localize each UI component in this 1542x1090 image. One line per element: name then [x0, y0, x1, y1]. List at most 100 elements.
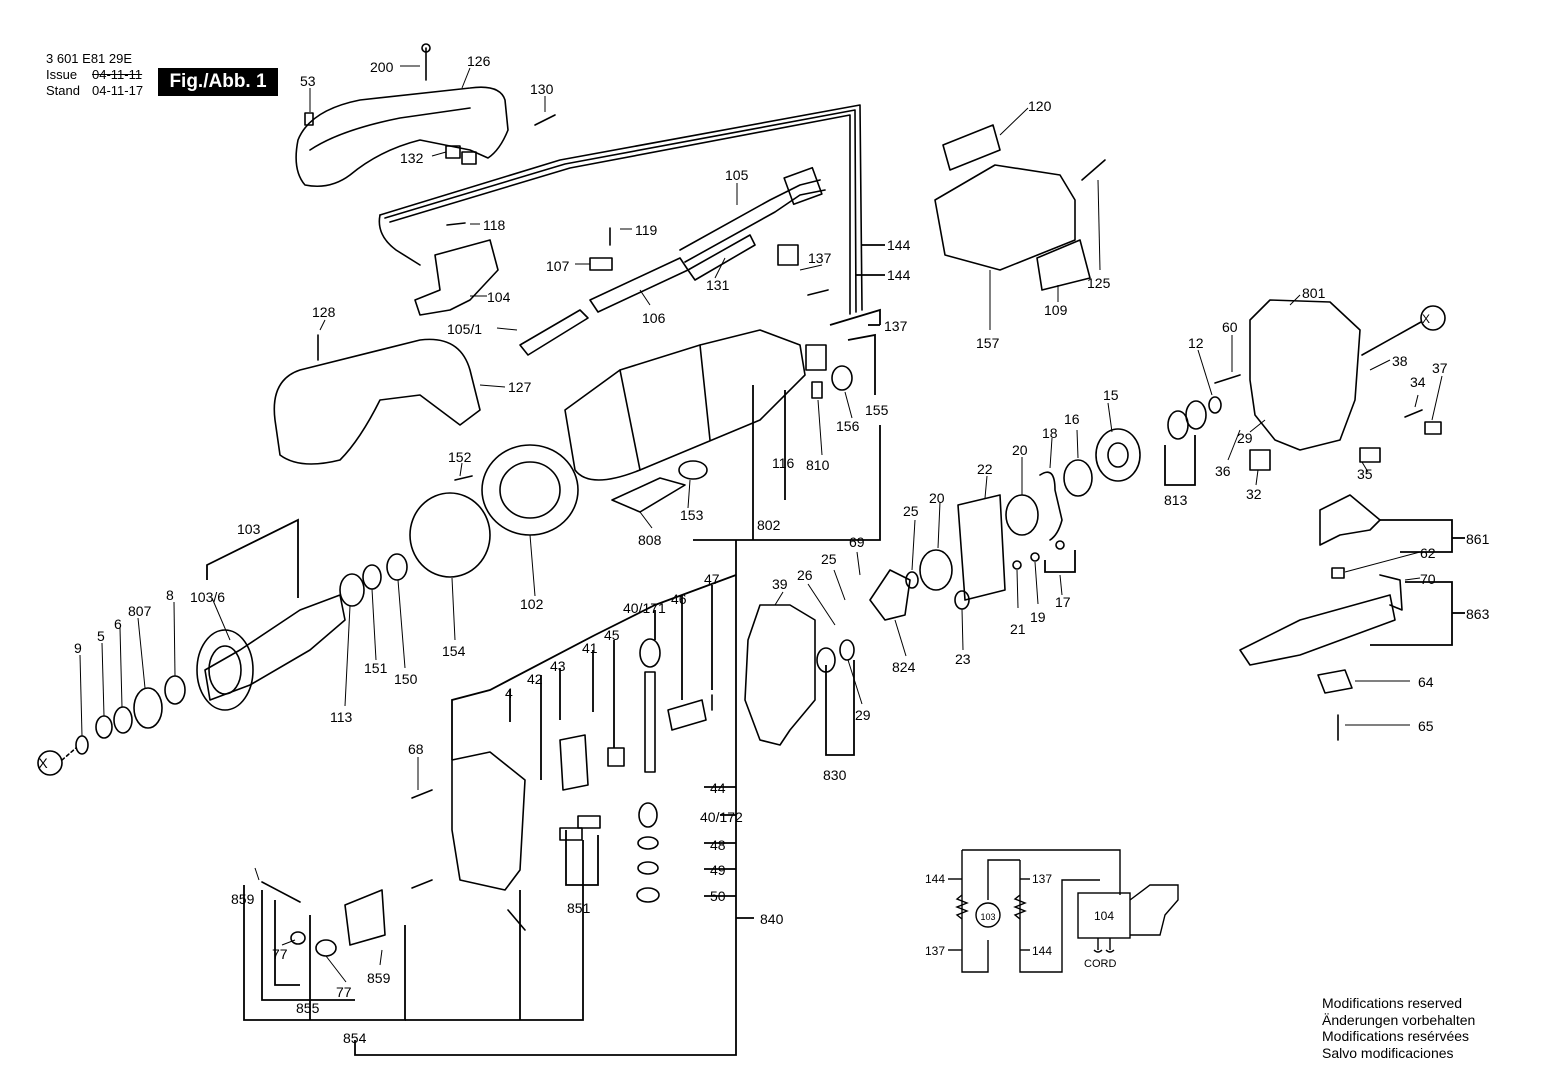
- x-marker-right: [1420, 305, 1446, 331]
- callout-label: 113: [330, 709, 353, 725]
- callout-label: 4: [505, 685, 513, 701]
- motor-housing-116: [564, 329, 806, 481]
- callout-label: 5: [97, 628, 105, 644]
- callout-label: 808: [638, 532, 662, 548]
- bracket-43: [559, 734, 589, 791]
- callout-label: 855: [296, 1000, 320, 1016]
- callout-label: 32: [1246, 486, 1262, 502]
- ring-20b: [919, 549, 953, 591]
- clip-70: [1379, 574, 1403, 611]
- callout-label: 132: [400, 150, 424, 166]
- screw-68b: [411, 879, 433, 889]
- roller-77a: [315, 939, 337, 957]
- callout-label: 8: [166, 587, 174, 603]
- callout-label: 854: [343, 1030, 367, 1046]
- callout-label: 77: [272, 946, 288, 962]
- callout-label: 109: [1044, 302, 1068, 318]
- note-line-4: Salvo modificaciones: [1322, 1044, 1454, 1061]
- screw-125: [1081, 159, 1106, 181]
- callout-label: 859: [367, 970, 391, 986]
- ring-16: [1063, 459, 1093, 497]
- callout-label: 137: [925, 944, 945, 958]
- ring-25: [905, 571, 919, 589]
- stand-date: 04-11-17: [92, 83, 144, 98]
- callout-label: 17: [1055, 594, 1071, 610]
- callout-label: 859: [231, 891, 255, 907]
- brush-810: [811, 381, 823, 399]
- plate-808: [611, 477, 686, 513]
- callout-label: 34: [1410, 374, 1426, 390]
- callout-label: 144: [925, 872, 945, 886]
- brush-holder-137a: [777, 244, 799, 266]
- part-107: [589, 257, 613, 271]
- callout-label: 150: [394, 671, 418, 687]
- washer-5: [95, 715, 113, 739]
- callout-label: 40/171: [623, 600, 666, 616]
- label-120: [942, 124, 1001, 171]
- callout-label: X: [38, 755, 48, 771]
- callout-label: 26: [797, 567, 813, 583]
- callout-label: 107: [546, 258, 570, 274]
- plunger-housing-840: [451, 751, 526, 891]
- bearing-813a: [1167, 410, 1189, 440]
- spring-18: [1039, 471, 1063, 541]
- issue-label: Issue: [46, 67, 78, 82]
- plate-46: [667, 699, 707, 731]
- screw-53: [304, 112, 314, 126]
- callout-label: 810: [806, 457, 830, 473]
- callout-label: 25: [903, 503, 919, 519]
- clip-132b: [461, 151, 477, 165]
- callout-label: 802: [757, 517, 781, 533]
- callout-label: 29: [1237, 430, 1253, 446]
- label-109: [1036, 239, 1091, 291]
- callout-label: 118: [483, 217, 506, 233]
- callout-label: 65: [1418, 718, 1434, 734]
- callout-label: 127: [508, 379, 532, 395]
- part-17: [1055, 540, 1065, 550]
- modification-notes: Modifications reserved Änderungen vorbeh…: [1322, 995, 1475, 1061]
- screw-152: [454, 475, 473, 481]
- pin-854: [507, 909, 526, 931]
- part-9: [75, 735, 89, 755]
- callout-label: 861: [1466, 531, 1490, 547]
- callout-label: 137: [884, 318, 908, 334]
- knob-37: [1424, 421, 1442, 435]
- callout-label: 38: [1392, 353, 1408, 369]
- callout-label: 64: [1418, 674, 1434, 690]
- callout-label: 125: [1087, 275, 1111, 291]
- note-line-3: Modifications resérvées: [1322, 1028, 1470, 1044]
- bush-40-171: [639, 638, 661, 668]
- callout-label: 151: [364, 660, 388, 676]
- figure-badge: Fig./Abb. 1: [158, 68, 278, 96]
- callout-label: 49: [710, 862, 726, 878]
- callout-label: 70: [1420, 571, 1436, 587]
- screw-60: [1214, 374, 1241, 384]
- cable-131: [687, 234, 756, 281]
- nut-62: [1331, 567, 1345, 579]
- washer-48: [637, 836, 659, 850]
- callout-label: 23: [955, 651, 971, 667]
- washer-49: [637, 861, 659, 875]
- callout-label: 106: [642, 310, 666, 326]
- callout-label: 45: [604, 627, 620, 643]
- callout-label: 69: [849, 534, 865, 550]
- callout-label: 126: [467, 53, 491, 69]
- callout-label: 6: [114, 616, 122, 632]
- callout-label: 801: [1302, 285, 1326, 301]
- callout-label: 131: [706, 277, 730, 293]
- part-45: [607, 747, 625, 767]
- callout-label: 53: [300, 73, 316, 89]
- guide-861: [1319, 494, 1381, 546]
- callout-label: 128: [312, 304, 336, 320]
- part-21: [1012, 560, 1022, 570]
- callout-label: 144: [887, 237, 911, 253]
- callout-label: 77: [336, 984, 352, 1000]
- callout-label: 36: [1215, 463, 1231, 479]
- knob-35: [1359, 447, 1381, 463]
- callout-label: 104: [487, 289, 511, 305]
- wire-144-loop: [378, 214, 421, 266]
- plate-22: [957, 494, 1006, 601]
- callout-label: 50: [710, 888, 726, 904]
- callout-label: 152: [448, 449, 472, 465]
